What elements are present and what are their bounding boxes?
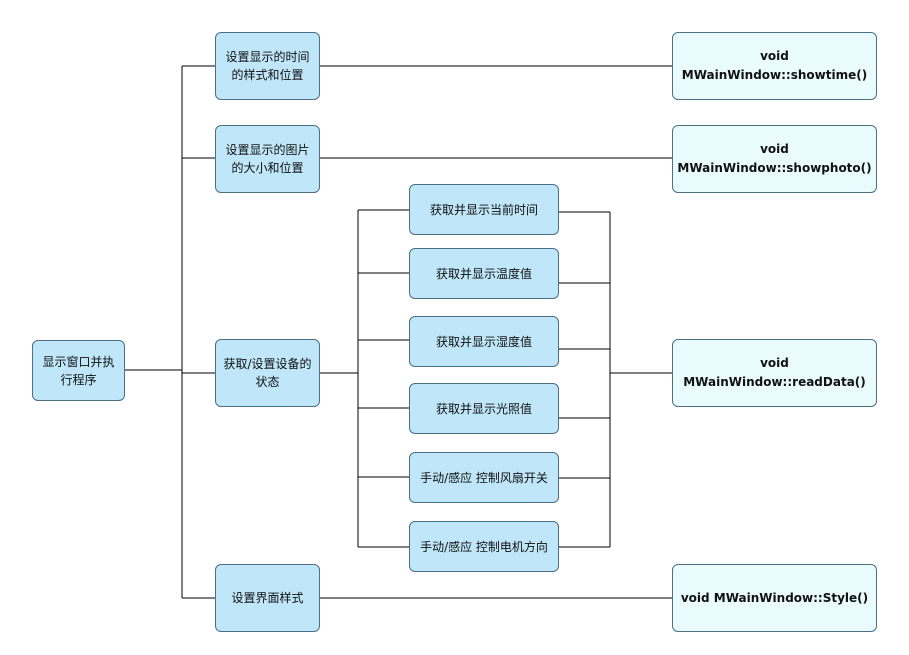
branch-label: 获取/设置设备的状态 <box>223 357 312 389</box>
function-label: void MWainWindow::showtime() <box>681 49 868 82</box>
branch-label: 设置显示的时间的样式和位置 <box>225 50 310 82</box>
subtask-node-motor-direction: 手动/感应 控制电机方向 <box>409 521 559 572</box>
subtask-label: 获取并显示湿度值 <box>435 334 532 349</box>
function-node-showphoto: void MWainWindow::showphoto() <box>672 125 877 193</box>
function-label: void MWainWindow::Style() <box>680 590 869 605</box>
subtask-label: 手动/感应 控制电机方向 <box>420 539 548 554</box>
function-node-style: void MWainWindow::Style() <box>672 564 877 632</box>
subtask-node-light: 获取并显示光照值 <box>409 383 559 434</box>
root-label: 显示窗口并执行程序 <box>42 354 115 387</box>
subtask-node-temperature: 获取并显示温度值 <box>409 248 559 299</box>
function-label: void MWainWindow::readData() <box>683 356 866 389</box>
function-node-showtime: void MWainWindow::showtime() <box>672 32 877 100</box>
function-label: void MWainWindow::showphoto() <box>677 142 872 175</box>
branch-node-time-style: 设置显示的时间的样式和位置 <box>215 32 320 100</box>
branch-label: 设置界面样式 <box>231 591 304 605</box>
subtask-node-humidity: 获取并显示湿度值 <box>409 316 559 367</box>
subtask-label: 手动/感应 控制风扇开关 <box>420 470 548 485</box>
subtask-node-current-time: 获取并显示当前时间 <box>409 184 559 235</box>
function-node-readdata: void MWainWindow::readData() <box>672 339 877 407</box>
root-node: 显示窗口并执行程序 <box>32 340 125 401</box>
subtask-label: 获取并显示光照值 <box>435 401 532 416</box>
branch-node-photo-size: 设置显示的图片的大小和位置 <box>215 125 320 193</box>
branch-node-ui-style: 设置界面样式 <box>215 564 320 632</box>
subtask-label: 获取并显示温度值 <box>435 266 532 281</box>
branch-label: 设置显示的图片的大小和位置 <box>225 143 310 175</box>
branch-node-device-state: 获取/设置设备的状态 <box>215 339 320 407</box>
subtask-node-fan-control: 手动/感应 控制风扇开关 <box>409 452 559 503</box>
subtask-label: 获取并显示当前时间 <box>429 202 538 217</box>
